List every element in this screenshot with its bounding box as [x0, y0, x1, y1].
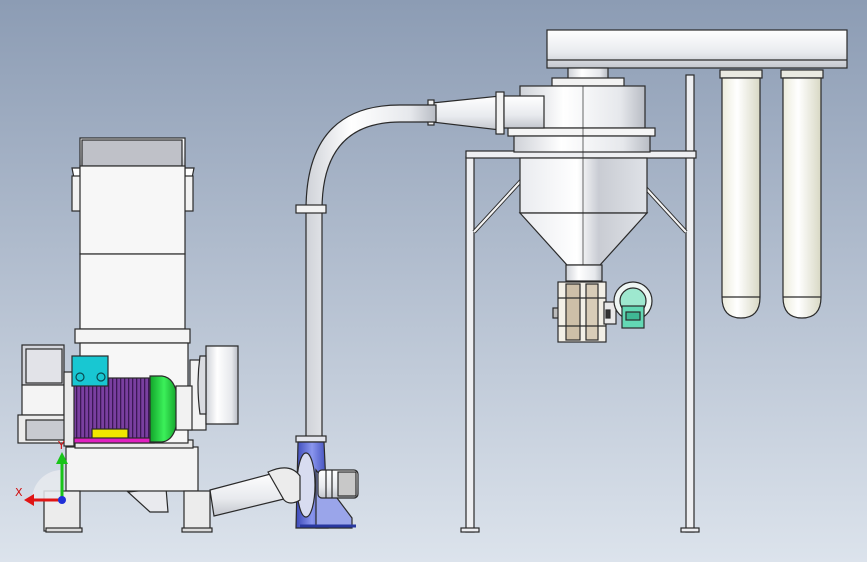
triad-z-axis: [58, 496, 66, 504]
top-beam: [546, 29, 848, 69]
cyclone: [507, 67, 656, 282]
rotary-valve-motor: [613, 281, 653, 329]
hopper: [71, 137, 195, 330]
filter-bag-right: [780, 69, 824, 319]
conveying-pipe: [295, 104, 437, 441]
coordinate-triad: X Y: [15, 439, 68, 506]
triad-x-label: X: [15, 486, 23, 499]
blower-motor: [317, 469, 359, 499]
triad-y-label: Y: [57, 439, 65, 452]
filter-bag-left: [719, 69, 763, 319]
rotary-valve: [552, 281, 617, 343]
filter-bags: [719, 69, 824, 319]
motor-fan-cover: [149, 375, 179, 443]
main-motor: [63, 355, 193, 447]
motor-terminal-box: [71, 355, 109, 387]
